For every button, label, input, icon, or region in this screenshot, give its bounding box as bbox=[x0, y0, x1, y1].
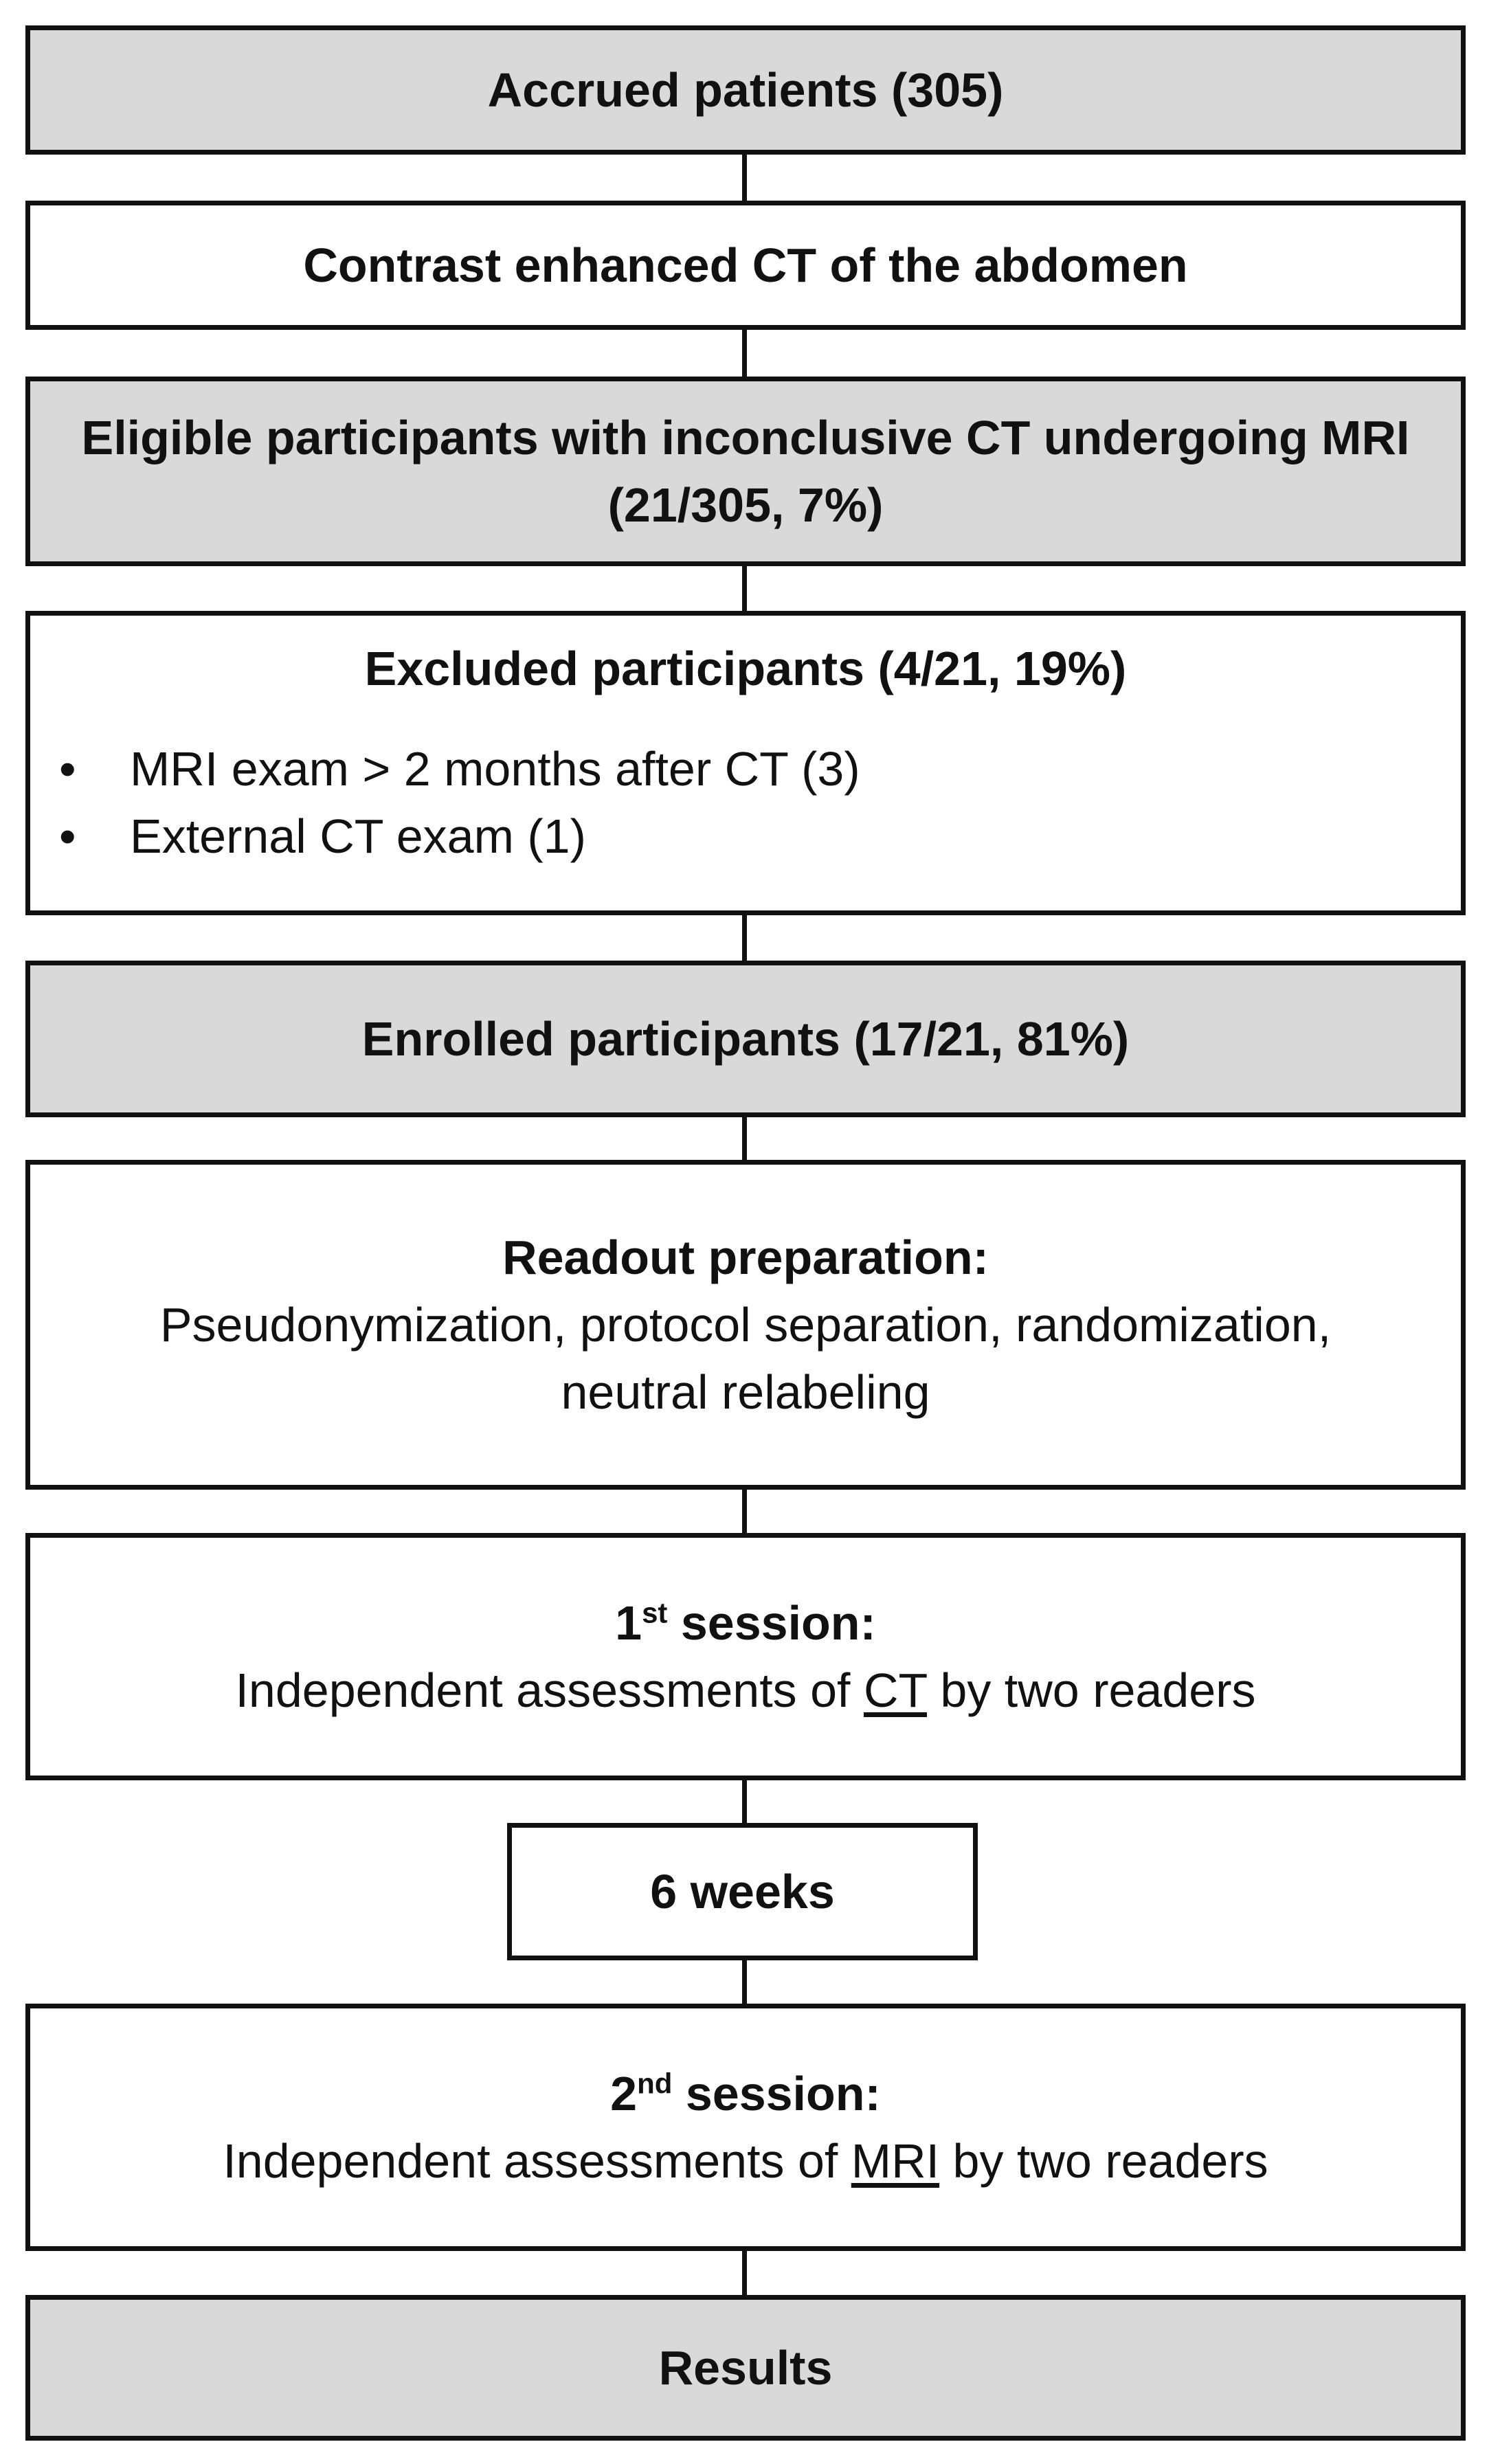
second-session-desc-pre: Independent assessments of bbox=[223, 2134, 851, 2188]
second-session-modality: MRI bbox=[851, 2134, 940, 2188]
readout-preparation-line2: neutral relabeling bbox=[561, 1365, 930, 1419]
exclusion-reasons-list: • MRI exam > 2 months after CT (3) • Ext… bbox=[30, 735, 1461, 870]
first-session-ordinal-suffix: st bbox=[642, 1596, 668, 1629]
results-box: Results bbox=[25, 2295, 1466, 2441]
eligible-participants-line2: (21/305, 7%) bbox=[607, 478, 884, 532]
readout-preparation-title: Readout preparation: bbox=[502, 1231, 989, 1284]
first-session-title-text: session: bbox=[667, 1596, 876, 1650]
second-session-desc-post: by two readers bbox=[939, 2134, 1268, 2188]
contrast-ct-box: Contrast enhanced CT of the abdomen bbox=[25, 201, 1466, 330]
first-session-box: 1st session: Independent assessments of … bbox=[25, 1533, 1466, 1780]
exclusion-reason-item: • MRI exam > 2 months after CT (3) bbox=[30, 735, 1461, 803]
exclusion-reason-item: • External CT exam (1) bbox=[30, 803, 1461, 870]
interval-box: 6 weeks bbox=[507, 1823, 978, 1960]
eligible-participants-line1: Eligible participants with inconclusive … bbox=[81, 411, 1410, 464]
connector-readout-session1 bbox=[742, 1490, 747, 1533]
interval-label: 6 weeks bbox=[650, 1865, 835, 1918]
first-session-title: 1st session: bbox=[615, 1589, 876, 1657]
connector-enrolled-readout bbox=[742, 1117, 747, 1160]
connector-ct-eligible bbox=[742, 330, 747, 377]
readout-preparation-line1: Pseudonymization, protocol separation, r… bbox=[159, 1298, 1332, 1352]
connector-session1-weeks bbox=[742, 1780, 747, 1823]
second-session-description: Independent assessments of MRI by two re… bbox=[223, 2127, 1268, 2195]
bullet-icon: • bbox=[59, 809, 76, 863]
connector-excluded-enrolled bbox=[742, 915, 747, 961]
second-session-title-text: session: bbox=[672, 2067, 881, 2120]
readout-preparation-box: Readout preparation: Pseudonymization, p… bbox=[25, 1160, 1466, 1490]
connector-accrued-ct bbox=[742, 155, 747, 201]
excluded-participants-box: Excluded participants (4/21, 19%) • MRI … bbox=[25, 611, 1466, 915]
connector-eligible-excluded bbox=[742, 566, 747, 611]
connector-weeks-session2 bbox=[742, 1960, 747, 2004]
second-session-box: 2nd session: Independent assessments of … bbox=[25, 2004, 1466, 2251]
contrast-ct-label: Contrast enhanced CT of the abdomen bbox=[303, 238, 1188, 292]
exclusion-reason-text: MRI exam > 2 months after CT (3) bbox=[130, 742, 860, 796]
first-session-description: Independent assessments of CT by two rea… bbox=[235, 1657, 1255, 1724]
connector-session2-results bbox=[742, 2251, 747, 2295]
accrued-patients-label: Accrued patients (305) bbox=[487, 63, 1004, 117]
accrued-patients-box: Accrued patients (305) bbox=[25, 25, 1466, 155]
enrolled-participants-label: Enrolled participants (17/21, 81%) bbox=[361, 1012, 1130, 1066]
first-session-number: 1 bbox=[615, 1596, 642, 1650]
first-session-modality: CT bbox=[863, 1664, 927, 1717]
first-session-desc-pre: Independent assessments of bbox=[235, 1664, 864, 1717]
exclusion-reason-text: External CT exam (1) bbox=[130, 809, 586, 863]
eligible-participants-box: Eligible participants with inconclusive … bbox=[25, 377, 1466, 566]
results-label: Results bbox=[658, 2341, 833, 2395]
bullet-icon: • bbox=[59, 742, 76, 796]
second-session-title: 2nd session: bbox=[610, 2060, 881, 2127]
first-session-desc-post: by two readers bbox=[926, 1664, 1256, 1717]
second-session-ordinal-suffix: nd bbox=[637, 2067, 673, 2100]
enrolled-participants-box: Enrolled participants (17/21, 81%) bbox=[25, 961, 1466, 1117]
excluded-participants-title: Excluded participants (4/21, 19%) bbox=[364, 642, 1127, 695]
second-session-number: 2 bbox=[610, 2067, 638, 2120]
